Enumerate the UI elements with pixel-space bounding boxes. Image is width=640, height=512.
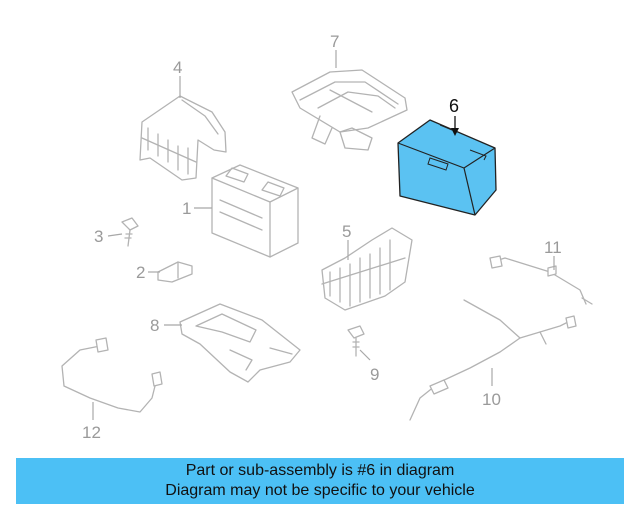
callout-11: 11: [544, 238, 562, 257]
part-1-battery[interactable]: [211, 164, 299, 258]
callout-6: 6: [449, 96, 459, 116]
callout-5: 5: [342, 222, 351, 241]
callout-2: 2: [136, 263, 145, 282]
part-9-bolt[interactable]: [347, 325, 365, 357]
leader-line-9: [359, 349, 371, 361]
leader-line-3: [107, 233, 123, 237]
part-11-cable[interactable]: [489, 255, 593, 305]
parts-diagram: 7 4 6 1 3 2: [61, 32, 593, 442]
part-6-battery-insulator[interactable]: [397, 119, 497, 216]
callout-8: 8: [150, 316, 159, 335]
callout-9: 9: [370, 365, 379, 384]
part-2-hold-down-clamp[interactable]: [157, 261, 193, 283]
callout-12: 12: [82, 423, 101, 442]
part-8-battery-tray[interactable]: [179, 303, 301, 383]
part-7-engine-cover[interactable]: [291, 69, 408, 151]
part-5-tray-bracket[interactable]: [321, 227, 413, 311]
caption-banner: Part or sub-assembly is #6 in diagram Di…: [16, 458, 624, 504]
callout-7: 7: [330, 32, 339, 51]
caption-line-2: Diagram may not be specific to your vehi…: [165, 482, 475, 499]
callout-4: 4: [173, 58, 182, 77]
part-4-heat-shield[interactable]: [139, 95, 227, 181]
leader-arrow-6: [451, 128, 459, 136]
caption-line-1: Part or sub-assembly is #6 in diagram: [185, 462, 455, 479]
callout-10: 10: [482, 390, 501, 409]
callout-1: 1: [182, 199, 191, 218]
callout-3: 3: [94, 227, 103, 246]
part-10-harness[interactable]: [409, 299, 577, 421]
part-12-ground-cable[interactable]: [61, 337, 163, 413]
part-3-bolt[interactable]: [121, 217, 139, 247]
